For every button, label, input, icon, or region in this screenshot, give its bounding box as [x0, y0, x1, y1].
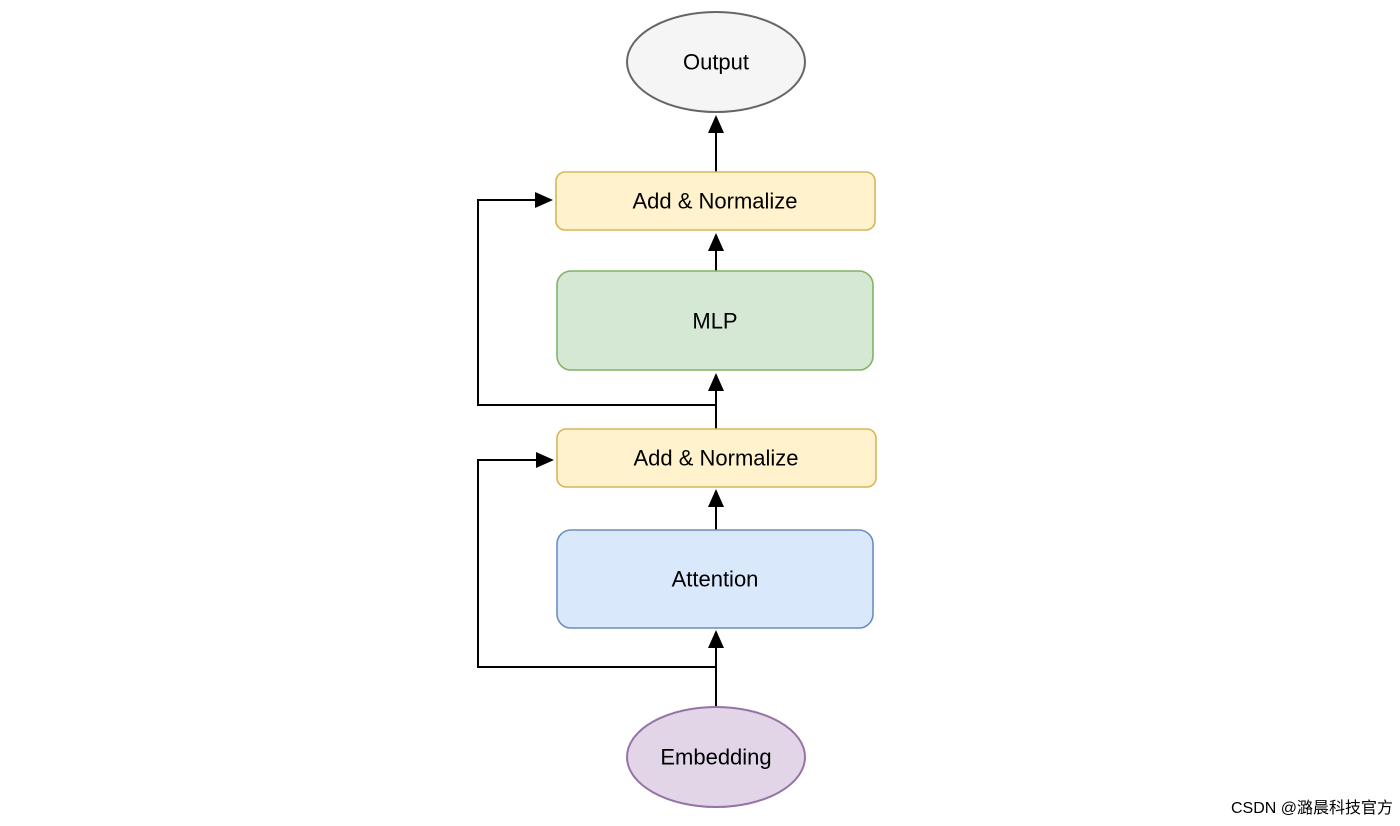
node-output: Output	[626, 11, 806, 113]
flow-connectors	[477, 115, 724, 707]
attention-box	[556, 529, 874, 629]
node-add-normalize-bottom: Add & Normalize	[556, 428, 877, 488]
node-mlp: MLP	[556, 270, 874, 371]
add-normalize-top-label: Add & Normalize	[632, 189, 797, 214]
add-normalize-bottom-box	[556, 428, 877, 488]
add-normalize-top-box	[555, 171, 876, 231]
node-attention: Attention	[556, 529, 874, 629]
embedding-label: Embedding	[660, 745, 771, 770]
embedding-ellipse	[626, 706, 806, 808]
output-ellipse	[626, 11, 806, 113]
node-add-normalize-top: Add & Normalize	[555, 171, 876, 231]
add-normalize-bottom-label: Add & Normalize	[633, 446, 798, 471]
output-label: Output	[683, 50, 749, 75]
csdn-watermark: CSDN @潞晨科技官方	[1231, 799, 1393, 817]
edge-skip-add-normalize-bottom-to-add-normalize-top	[477, 192, 716, 406]
edge-skip-embedding-to-add-normalize-bottom	[477, 452, 716, 668]
mlp-label: MLP	[692, 309, 737, 334]
node-embedding: Embedding	[626, 706, 806, 808]
mlp-box	[556, 270, 874, 371]
attention-label: Attention	[672, 567, 759, 592]
